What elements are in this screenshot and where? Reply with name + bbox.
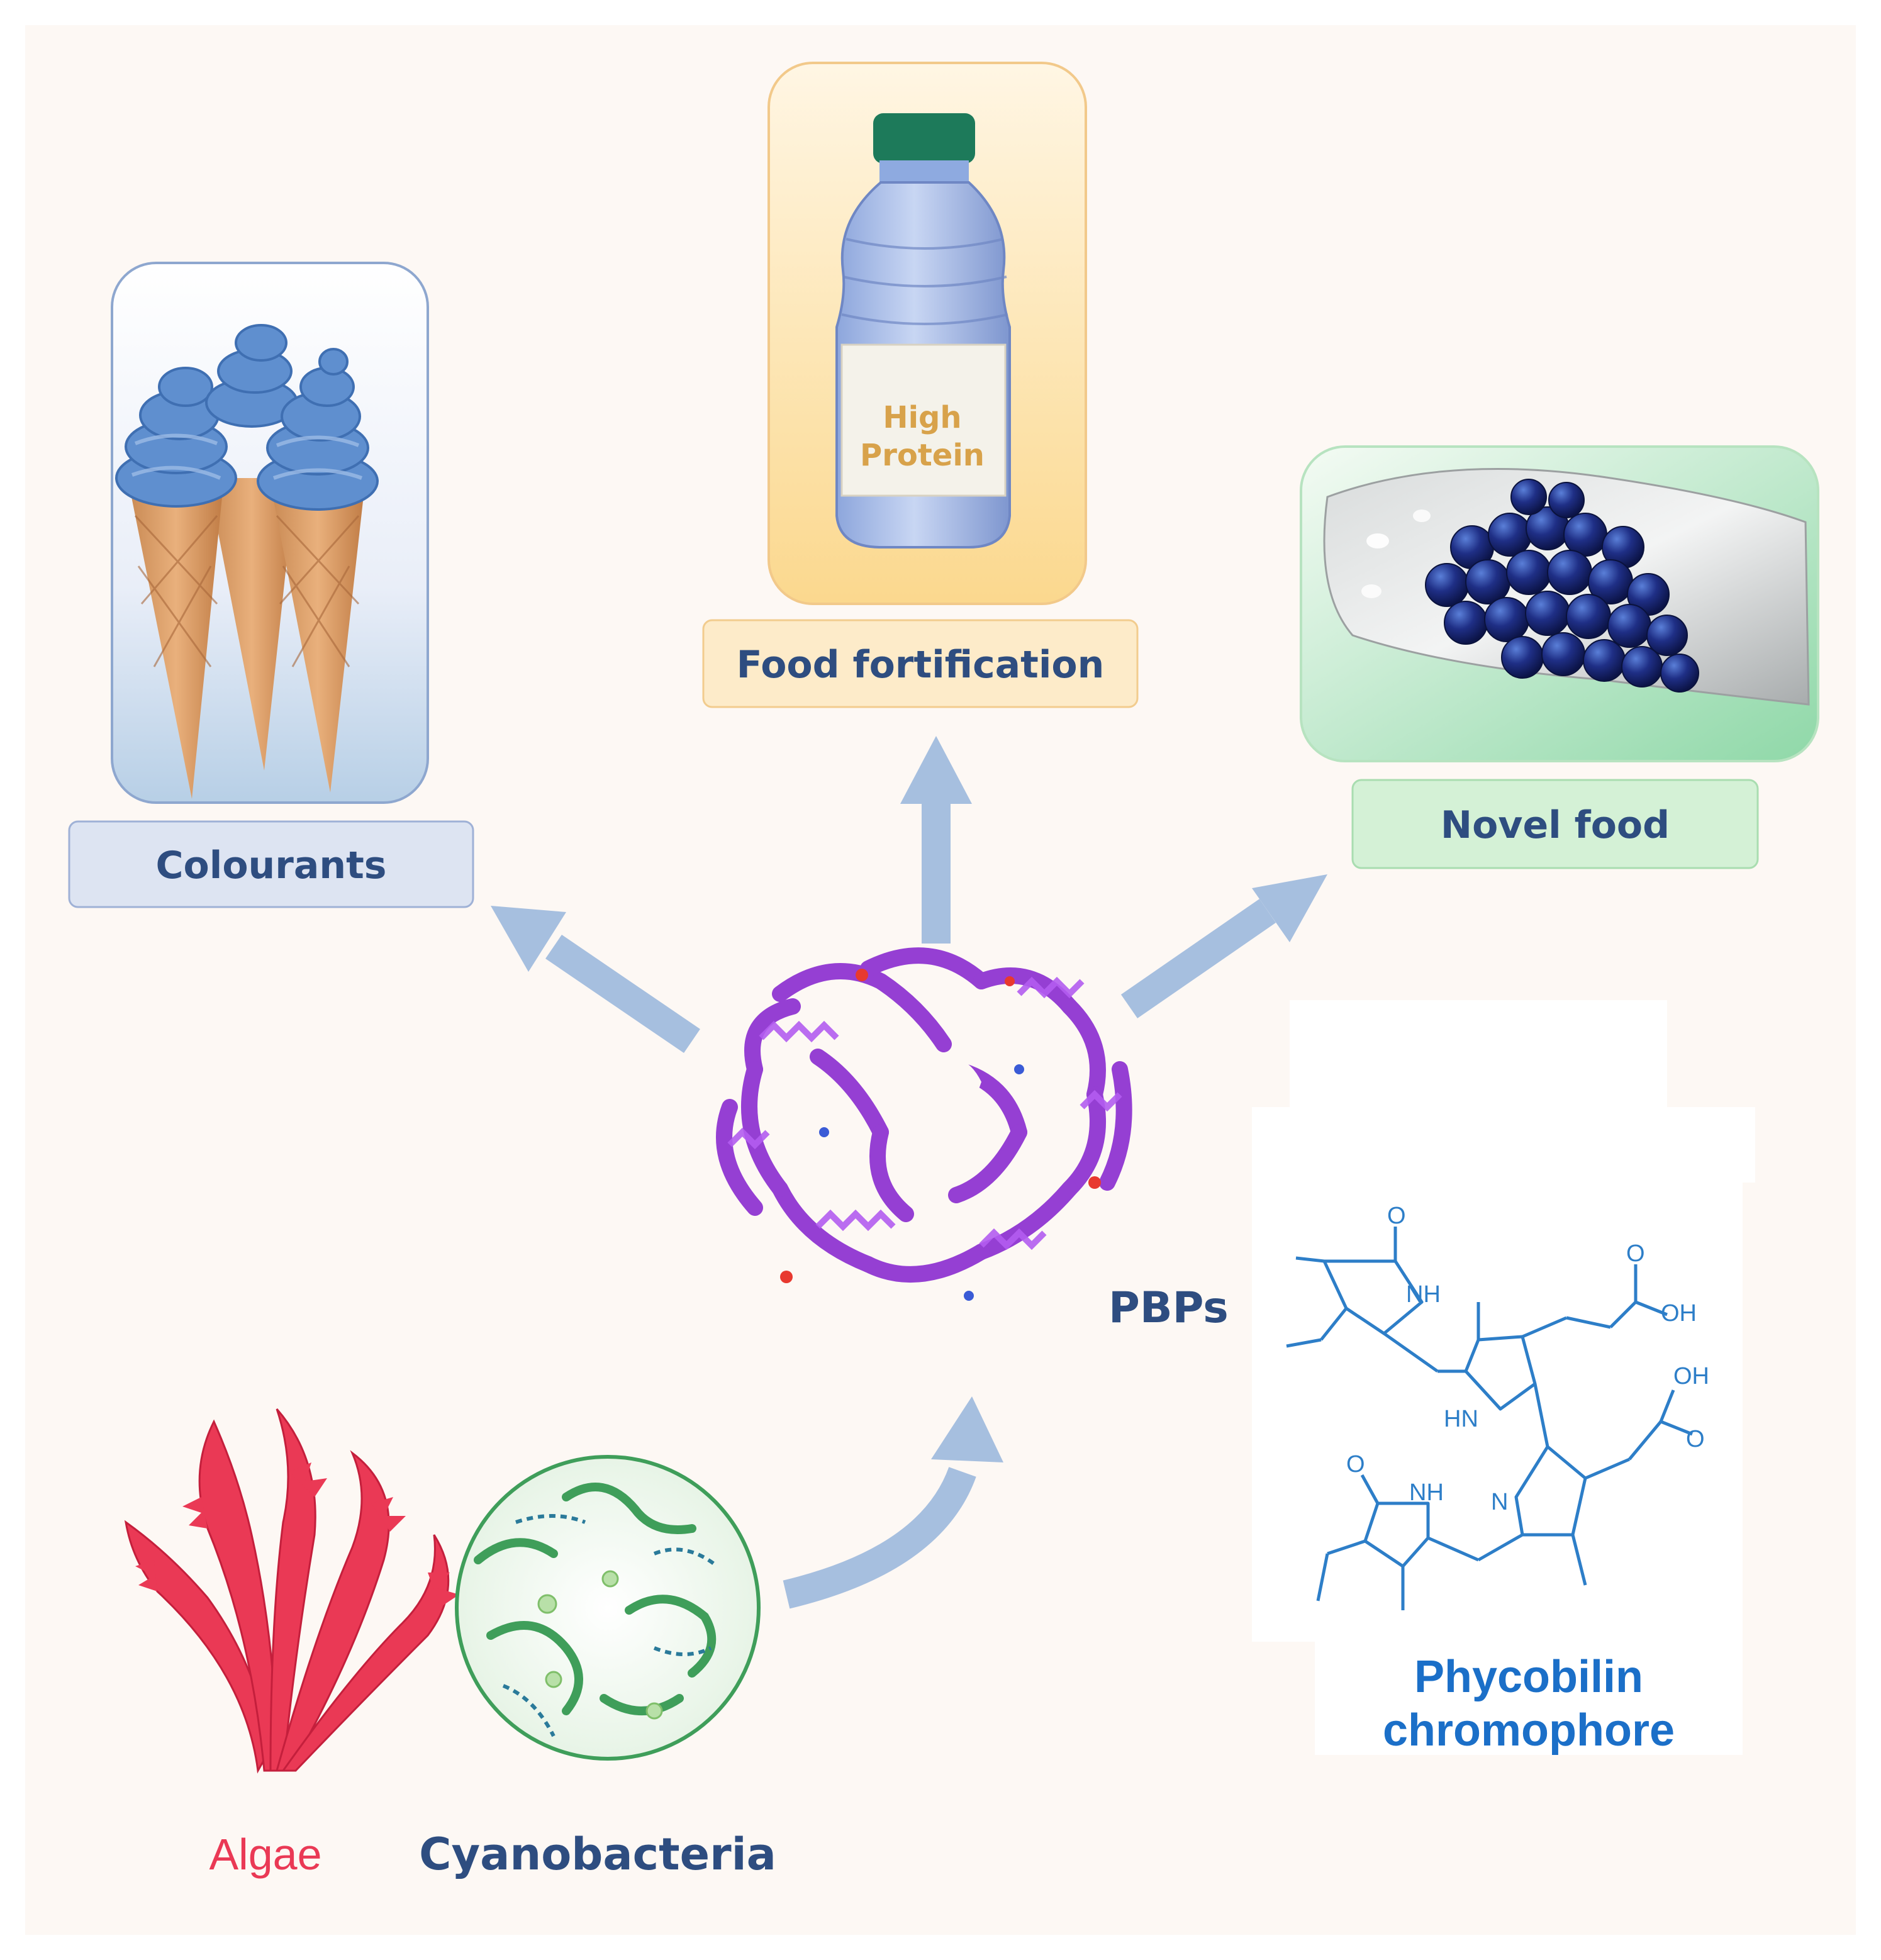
novel-food-label: Novel food [1441, 803, 1670, 847]
spoon-pearls-illustration [1323, 467, 1810, 706]
atom-o2: O [1626, 1240, 1645, 1267]
fortification-label-box: Food fortification [702, 619, 1139, 708]
novel-food-tile [1300, 445, 1819, 762]
arrow-to-fortification [900, 736, 972, 944]
arrow-to-novel-food [1120, 874, 1327, 1018]
fortification-tile: High Protein [767, 62, 1087, 605]
arrow-to-colourants [491, 906, 700, 1054]
atom-oh2: OH [1673, 1363, 1709, 1389]
protein-bottle-illustration: High Protein [835, 113, 1011, 548]
arrows [491, 736, 1327, 1609]
chromophore-title-line2: chromophore [1383, 1705, 1675, 1756]
ice-cream-cones-illustration [115, 324, 379, 799]
colourants-tile [111, 262, 429, 804]
atom-o4: O [1346, 1451, 1365, 1478]
novel-food-label-box: Novel food [1351, 779, 1759, 869]
atom-oh1: OH [1661, 1300, 1697, 1327]
chromophore-panel [1252, 1000, 1755, 1755]
arrow-sources-to-pbps [783, 1396, 1003, 1609]
atom-o1: O [1387, 1203, 1406, 1229]
colourants-label-box: Colourants [68, 820, 474, 908]
chromophore-structure [1286, 1227, 1693, 1610]
atom-hn: HN [1444, 1406, 1478, 1432]
colourants-label: Colourants [156, 844, 387, 888]
pbps-label: PBPs [1108, 1283, 1229, 1333]
chromophore-title-line1: Phycobilin [1414, 1652, 1643, 1702]
algae-illustration [124, 1408, 459, 1774]
atom-o3: O [1686, 1426, 1705, 1452]
pbp-protein-structure [716, 947, 1132, 1301]
fortification-label: Food fortification [737, 643, 1105, 687]
bottle-label-line2: Protein [860, 438, 985, 473]
cyanobacteria-illustration [455, 1455, 761, 1761]
atom-nh1: NH [1406, 1281, 1441, 1308]
algae-label: Algae [209, 1830, 321, 1879]
atom-nh2: NH [1409, 1479, 1444, 1506]
atom-n: N [1491, 1489, 1508, 1515]
bottle-label-line1: High [883, 400, 961, 435]
chromophore-atom-labels: O NH O OH HN OH O O NH N [1346, 1203, 1709, 1515]
cyanobacteria-label: Cyanobacteria [419, 1829, 776, 1880]
